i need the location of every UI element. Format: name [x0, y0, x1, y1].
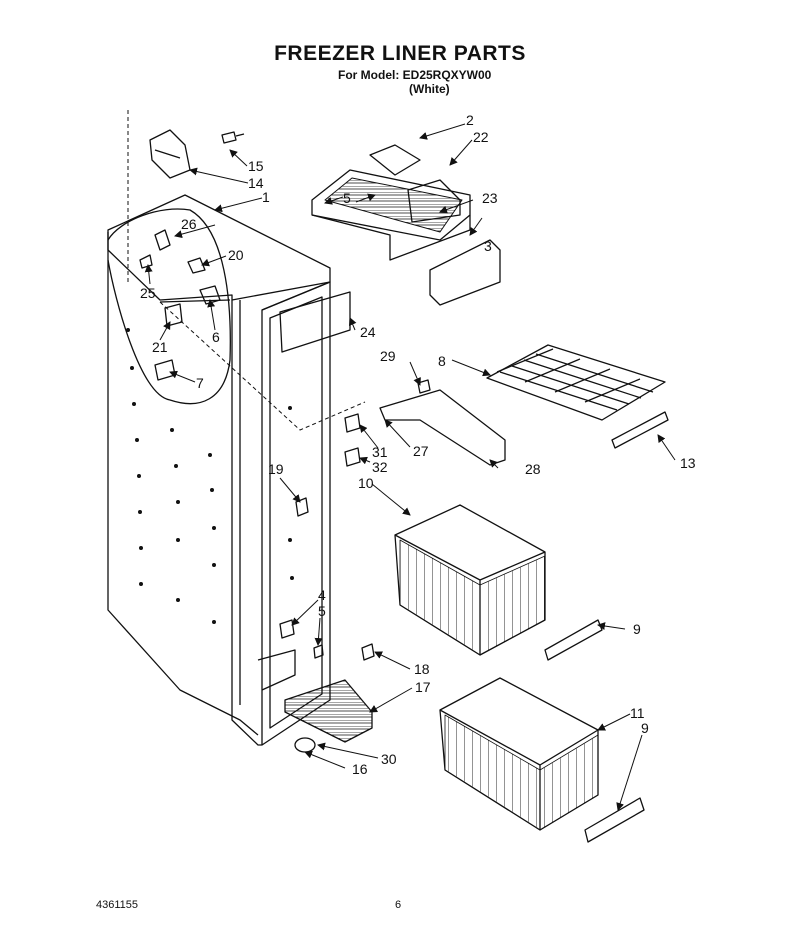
callout-23: 23 — [482, 190, 498, 206]
part-28-bracket-drawing — [379, 389, 506, 466]
part-6-drawing — [199, 285, 221, 305]
page-title: FREEZER LINER PARTS — [274, 42, 526, 65]
callout-24: 24 — [360, 324, 376, 340]
callout-14: 14 — [248, 175, 264, 191]
top-screw-drawing — [221, 131, 245, 144]
part-26-drawing — [154, 229, 171, 251]
part-30-drawing — [294, 737, 316, 753]
part-24-panel-drawing — [279, 291, 351, 353]
part-29-drawing — [417, 379, 431, 394]
top-shelf-drawing — [311, 144, 471, 261]
callout-17: 17 — [415, 679, 431, 695]
callout-25: 25 — [140, 285, 156, 301]
callout-30: 30 — [381, 751, 397, 767]
callout-26: 26 — [181, 216, 197, 232]
callout-6: 6 — [212, 329, 220, 345]
part-32-drawing — [344, 447, 361, 467]
top-bracket-drawing — [149, 129, 191, 179]
model-line: For Model: ED25RQXYW00 — [338, 68, 492, 82]
callout-3: 3 — [484, 238, 492, 254]
callout-16: 16 — [352, 761, 368, 777]
callout-2: 2 — [466, 112, 474, 128]
callout-32: 32 — [372, 459, 388, 475]
leader-lines — [144, 123, 676, 811]
callout-5-shelf: 5 — [343, 190, 351, 206]
callout-15: 15 — [248, 158, 264, 174]
callout-9-upper: 9 — [633, 621, 641, 637]
callout-27: 27 — [413, 443, 429, 459]
wire-shelf-drawing — [486, 344, 666, 421]
part-7-drawing — [154, 359, 176, 381]
part-9-lower-drawing — [584, 797, 645, 843]
footer-part-number: 4361155 — [96, 899, 139, 911]
part-18-drawing — [361, 643, 375, 661]
freezer-liner-drawing — [107, 110, 366, 746]
callout-10: 10 — [358, 475, 374, 491]
part-13-trim-drawing — [611, 411, 669, 449]
part-20-drawing — [187, 257, 206, 274]
callout-labels: 1 2 3 4 5 5 6 7 8 9 9 10 11 13 14 15 16 … — [140, 112, 696, 777]
part-25-drawing — [139, 254, 153, 269]
callout-7: 7 — [196, 375, 204, 391]
callout-11: 11 — [630, 705, 645, 721]
callout-21: 21 — [152, 339, 168, 355]
part-31-drawing — [344, 413, 361, 433]
callout-22: 22 — [473, 129, 489, 145]
color-line: (White) — [409, 82, 450, 96]
footer-page-number: 6 — [395, 899, 402, 911]
callout-5-liner: 5 — [318, 603, 326, 619]
callout-8: 8 — [438, 353, 446, 369]
callout-28: 28 — [525, 461, 541, 477]
callout-20: 20 — [228, 247, 244, 263]
callout-19: 19 — [268, 461, 284, 477]
part-3-drawing — [429, 239, 501, 306]
basket-10-drawing — [394, 504, 546, 656]
liner-holes — [126, 328, 294, 624]
callout-4: 4 — [318, 587, 326, 603]
part-9-upper-drawing — [544, 619, 603, 661]
part-19-drawing — [295, 497, 309, 517]
callout-31: 31 — [372, 444, 388, 460]
part-17-grille-drawing — [284, 679, 373, 743]
callout-13: 13 — [680, 455, 696, 471]
callout-1: 1 — [262, 189, 270, 205]
callout-18: 18 — [414, 661, 430, 677]
parts-4-5-drawing — [279, 619, 324, 659]
callout-29: 29 — [380, 348, 396, 364]
part-21-drawing — [164, 303, 183, 327]
basket-11-drawing — [439, 677, 599, 831]
callout-9-lower: 9 — [641, 720, 649, 736]
